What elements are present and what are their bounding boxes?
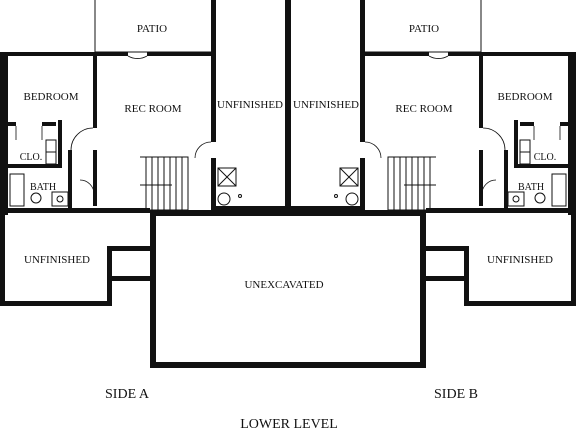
level-caption: LOWER LEVEL — [240, 417, 338, 432]
side-a-unfinished-upper-label: UNFINISHED — [217, 99, 283, 111]
stairs-a — [140, 156, 189, 211]
side-b-patio-label: PATIO — [409, 23, 439, 35]
side-b-plan — [291, 0, 576, 306]
side-b-bedroom-label: BEDROOM — [497, 91, 552, 103]
side-a-bedroom-label: BEDROOM — [23, 91, 78, 103]
side-b-unfinished-upper-label: UNFINISHED — [293, 99, 359, 111]
side-b-bath-label: BATH — [518, 182, 544, 193]
stairs-b — [387, 156, 436, 211]
side-a-caption: SIDE A — [105, 387, 150, 402]
side-a-bath-label: BATH — [30, 182, 56, 193]
side-a-plan — [0, 0, 291, 306]
side-b-rec-room-label: REC ROOM — [395, 103, 452, 115]
side-b-unfinished-lower-label: UNFINISHED — [487, 254, 553, 266]
side-a-patio-label: PATIO — [137, 23, 167, 35]
side-b-caption: SIDE B — [434, 387, 478, 402]
side-b-closet-label: CLO. — [534, 152, 557, 163]
side-a-closet-label: CLO. — [20, 152, 43, 163]
unexcavated-area — [150, 210, 426, 368]
unexcavated-label: UNEXCAVATED — [244, 279, 323, 291]
side-a-rec-room-label: REC ROOM — [124, 103, 181, 115]
side-a-unfinished-lower-label: UNFINISHED — [24, 254, 90, 266]
